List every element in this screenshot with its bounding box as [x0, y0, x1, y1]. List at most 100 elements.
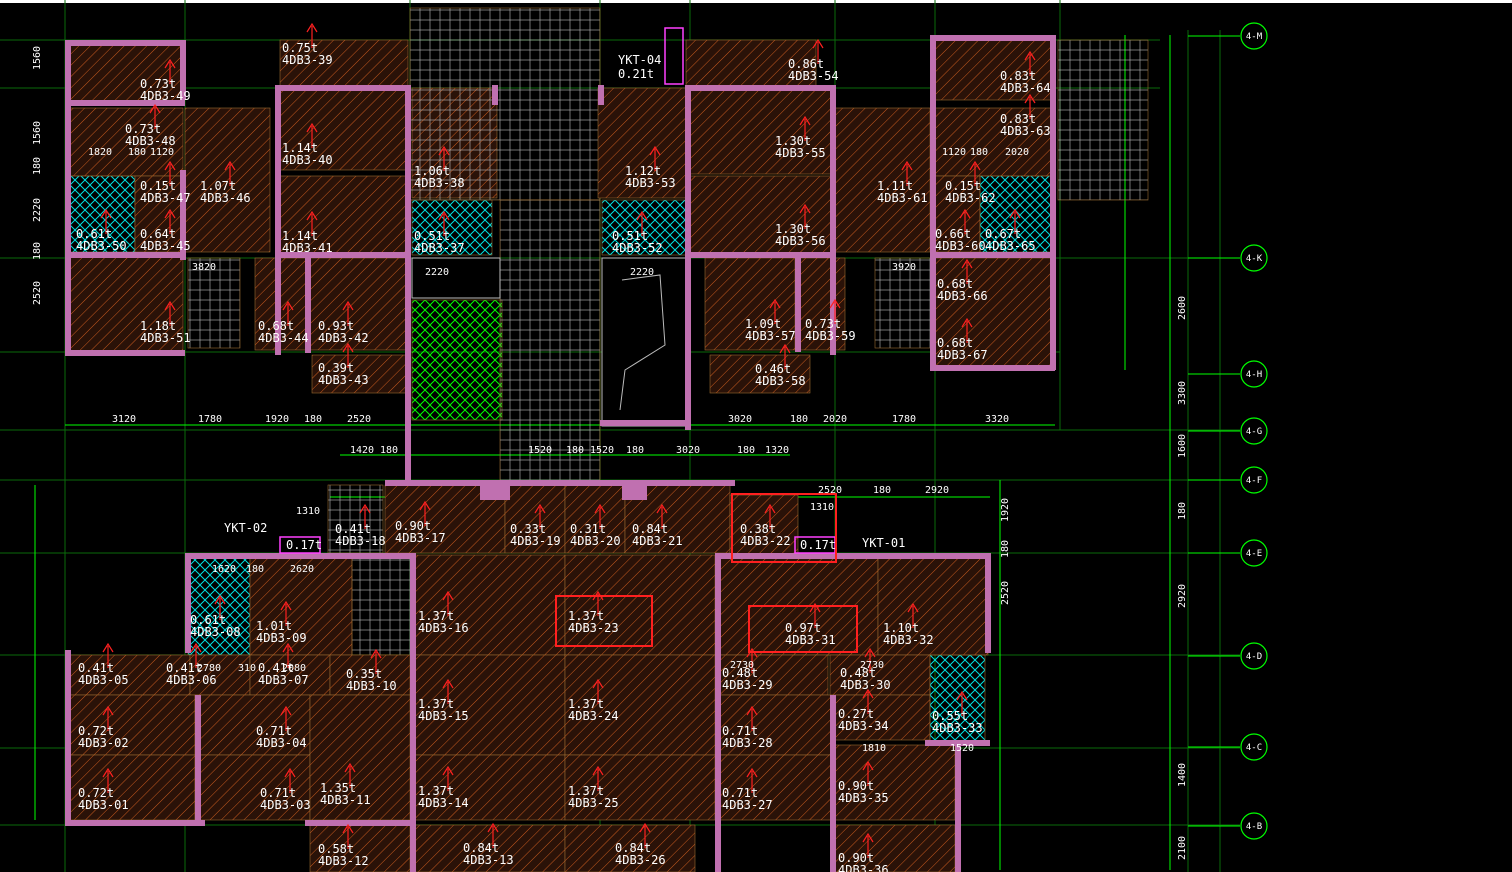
- axis-bubble: [1240, 360, 1268, 388]
- wall-segment: [492, 85, 498, 105]
- slab-id: 4DB3-60: [935, 239, 986, 253]
- slab-weight: 0.71t: [260, 786, 296, 800]
- slab-region: [194, 694, 311, 756]
- load-arrow-head: [959, 208, 971, 219]
- load-arrow-head: [969, 160, 981, 171]
- dimension-text: 1820: [88, 147, 112, 158]
- load-arrow-head: [284, 767, 296, 778]
- slab-weight: 1.14t: [282, 141, 318, 155]
- slab-id: 4DB3-09: [256, 631, 307, 645]
- axis-bubble: [1240, 417, 1268, 445]
- wall-segment: [955, 740, 961, 872]
- dimension-text: 1920: [1000, 498, 1011, 522]
- load-arrow-head: [592, 678, 604, 689]
- wall-segment: [195, 695, 201, 825]
- slab-region: [601, 199, 687, 256]
- slab-id: 4DB3-53: [625, 176, 676, 190]
- wall-segment: [930, 35, 1055, 41]
- slab-id: 4DB3-06: [166, 673, 217, 687]
- wall-segment: [930, 365, 1055, 371]
- slab-weight: 0.68t: [937, 336, 973, 350]
- load-arrow-head: [344, 762, 356, 773]
- axis-label: 4-F: [1246, 476, 1262, 486]
- slab-weight: 0.15t: [140, 179, 176, 193]
- dimension-text: 180: [380, 445, 398, 456]
- slab-region: [409, 7, 601, 201]
- slab-region: [414, 754, 566, 821]
- slab-region: [279, 89, 409, 171]
- dimension-text: 2780: [197, 663, 221, 674]
- slab-id: 4DB3-21: [632, 534, 683, 548]
- slab-id: 4DB3-36: [838, 863, 889, 872]
- slab-weight: 1.11t: [877, 179, 913, 193]
- load-arrow-head: [636, 210, 648, 221]
- load-arrow-head: [639, 822, 651, 833]
- slab-region: [597, 87, 689, 199]
- slab-region: [309, 694, 411, 821]
- dimension-text: 3300: [1177, 381, 1188, 405]
- slab-region: [134, 175, 186, 253]
- slab-id: 4DB3-14: [418, 796, 469, 810]
- wall-segment: [405, 85, 411, 485]
- load-arrow-head: [746, 705, 758, 716]
- walls: [65, 27, 1056, 872]
- load-arrow-head: [594, 503, 606, 514]
- load-arrow-head: [779, 343, 791, 354]
- wall-segment: [985, 553, 991, 653]
- wall-segment: [65, 350, 185, 356]
- slab-region: [934, 257, 1056, 369]
- dimension-text: 180: [737, 445, 755, 456]
- slab-region: [499, 199, 601, 491]
- slab-region: [309, 824, 411, 872]
- load-arrow-head: [769, 298, 781, 309]
- dimension-text: 3320: [985, 414, 1009, 425]
- slab-weight: 0.31t: [570, 522, 606, 536]
- dimension-text: 2730: [860, 660, 884, 671]
- slab-id: 4DB3-01: [78, 798, 129, 812]
- slab-id: 4DB3-25: [568, 796, 619, 810]
- slab-weight: 0.46t: [755, 362, 791, 376]
- tag-weight: 0.17t: [800, 538, 836, 552]
- load-arrow-head: [164, 58, 176, 69]
- dimension-text: 2520: [1000, 581, 1011, 605]
- slab-weight: 0.84t: [463, 841, 499, 855]
- load-arrow-head: [370, 648, 382, 659]
- slab-weight: 0.15t: [945, 179, 981, 193]
- dimension-text: 180: [873, 485, 891, 496]
- load-arrow-head: [649, 145, 661, 156]
- axis-label: 4-C: [1246, 743, 1262, 753]
- slab-id: 4DB3-67: [937, 348, 988, 362]
- slab-id: 4DB3-32: [883, 633, 934, 647]
- dimension-text: 2730: [730, 660, 754, 671]
- wall-segment: [405, 420, 411, 460]
- axis-label: 4-D: [1246, 652, 1262, 662]
- load-arrow-head: [862, 760, 874, 771]
- slab-id: 4DB3-24: [568, 709, 619, 723]
- slab-weight: 0.39t: [318, 361, 354, 375]
- slab-id: 4DB3-27: [722, 798, 773, 812]
- load-arrow-head: [799, 203, 811, 214]
- slab-weight: 0.61t: [190, 613, 226, 627]
- slab-weight: 1.10t: [883, 621, 919, 635]
- slab-weight: 0.51t: [414, 229, 450, 243]
- slab-region: [184, 107, 271, 253]
- slab-id: 4DB3-58: [755, 374, 806, 388]
- dimension-text: 3020: [728, 414, 752, 425]
- dimension-text: 2520: [818, 485, 842, 496]
- load-arrow-head: [901, 160, 913, 171]
- wall-segment: [685, 252, 835, 258]
- slab-id: 4DB3-55: [775, 146, 826, 160]
- slab-weight: 1.37t: [568, 784, 604, 798]
- slab-id: 4DB3-12: [318, 854, 369, 868]
- slab-weight: 1.01t: [256, 619, 292, 633]
- slab-id: 4DB3-42: [318, 331, 369, 345]
- load-arrow-head: [214, 594, 226, 605]
- load-arrow-head: [102, 705, 114, 716]
- wall-segment: [600, 420, 690, 426]
- stair-line: [619, 274, 666, 411]
- load-arrow-head: [764, 503, 776, 514]
- slab-id: 4DB3-16: [418, 621, 469, 635]
- slab-id: 4DB3-10: [346, 679, 397, 693]
- slab-id: 4DB3-47: [140, 191, 191, 205]
